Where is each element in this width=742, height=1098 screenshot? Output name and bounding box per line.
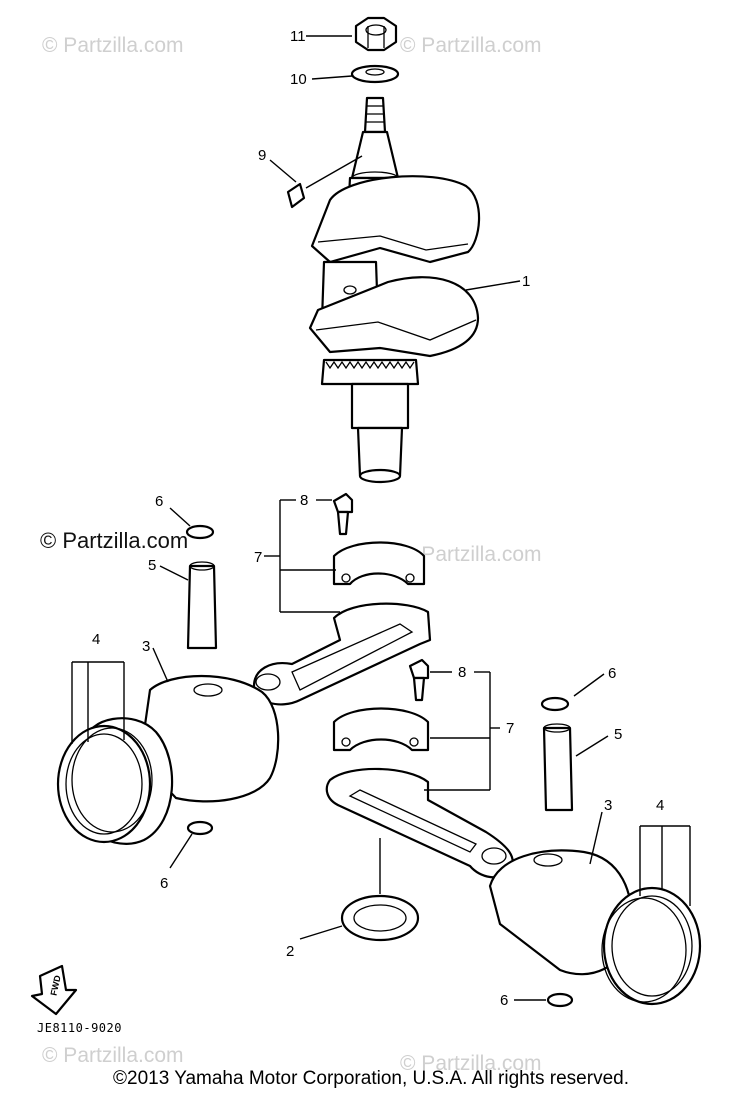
part-3-piston-left — [138, 674, 280, 803]
watermark: © Partzilla.com — [42, 34, 184, 57]
piston-assembly-left — [56, 524, 280, 845]
callout-5: 5 — [148, 557, 156, 574]
part-6-circlip-right-bottom — [546, 992, 574, 1008]
callout-3: 3 — [142, 638, 150, 655]
part-6-circlip-left-bottom — [186, 820, 214, 836]
callout-5: 5 — [614, 726, 622, 743]
part-2-thrust-washer — [340, 894, 420, 942]
watermark: © Partzilla.com — [42, 1044, 184, 1067]
callout-2: 2 — [286, 943, 294, 960]
callout-8: 8 — [300, 492, 308, 509]
callout-6: 6 — [500, 992, 508, 1009]
callout-6: 6 — [155, 493, 163, 510]
callout-numbers: 11 10 9 1 6 8 7 5 4 3 8 6 7 5 3 4 6 2 6 — [92, 28, 664, 1009]
callout-8: 8 — [458, 664, 466, 681]
callout-9: 9 — [258, 147, 266, 164]
part-10-washer — [350, 64, 400, 84]
connecting-rod-1 — [252, 260, 432, 706]
part-5-pin-left — [186, 564, 218, 650]
part-1-crankshaft — [308, 96, 481, 484]
callout-10: 10 — [290, 71, 307, 88]
callout-4: 4 — [92, 631, 100, 648]
callout-7: 7 — [254, 549, 262, 566]
callout-6: 6 — [160, 875, 168, 892]
part-11-nut — [354, 16, 398, 52]
diagram-code: JE8110-9020 — [37, 1021, 122, 1035]
fwd-label: FWD — [49, 974, 63, 997]
callout-11: 11 — [290, 28, 306, 45]
callout-4: 4 — [656, 797, 664, 814]
callout-3: 3 — [604, 797, 612, 814]
copyright-notice: ©2013 Yamaha Motor Corporation, U.S.A. A… — [113, 1068, 629, 1089]
watermark: © Partzilla.com — [400, 1052, 542, 1075]
fwd-arrow-icon: FWD — [30, 964, 78, 1016]
callout-7: 7 — [506, 720, 514, 737]
callout-1: 1 — [522, 273, 530, 290]
watermark-dark: © Partzilla.com — [40, 528, 188, 553]
connecting-rod-2 — [325, 658, 514, 879]
watermark: © Partzilla.com — [400, 543, 542, 566]
callout-6: 6 — [608, 665, 616, 682]
watermark: © Partzilla.com — [400, 34, 542, 57]
piston-assembly-right — [488, 696, 702, 1008]
part-3-piston-right — [488, 849, 633, 976]
part-6-circlip-right-top — [540, 696, 570, 712]
part-5-pin-right — [542, 726, 574, 812]
part-6-circlip-left-top — [185, 524, 215, 540]
leader-lines — [71, 35, 691, 1001]
watermarks: © Partzilla.com © Partzilla.com © Partzi… — [40, 34, 542, 1075]
part-9-key — [286, 182, 306, 209]
